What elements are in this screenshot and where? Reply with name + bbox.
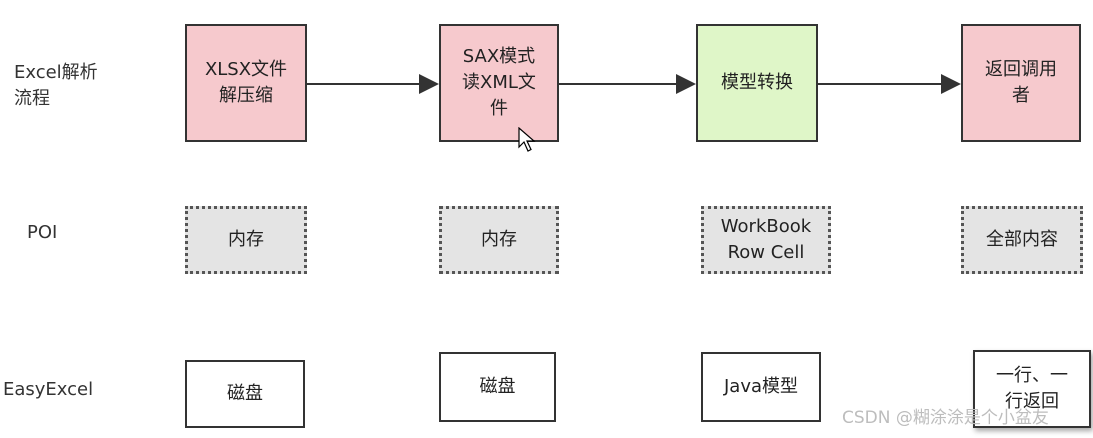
row-label-easyexcel: EasyExcel xyxy=(3,379,94,400)
poi-box-1: 内存 xyxy=(185,206,307,274)
easyexcel-box-2: 磁盘 xyxy=(439,352,556,422)
flow-step-model-convert: 模型转换 xyxy=(696,24,818,142)
easyexcel-box-3: Java模型 xyxy=(701,352,821,422)
row-label-excel-flow: Excel解析 流程 xyxy=(14,62,98,109)
flow-step-return-caller: 返回调用 者 xyxy=(961,24,1081,142)
easyexcel-box-4: 一行、一 行返回 xyxy=(973,350,1091,428)
poi-box-3: WorkBook Row Cell xyxy=(701,206,831,274)
poi-box-2: 内存 xyxy=(439,206,559,274)
flow-step-sax-read: SAX模式 读XML文 件 xyxy=(439,24,559,142)
easyexcel-box-1: 磁盘 xyxy=(185,360,305,428)
flow-step-unzip: XLSX文件 解压缩 xyxy=(185,24,307,142)
poi-box-4: 全部内容 xyxy=(961,206,1083,274)
watermark: CSDN @糊涂涂是个小盆友 xyxy=(842,408,1049,428)
row-label-poi: POI xyxy=(27,222,58,243)
mouse-pointer-icon xyxy=(518,127,536,152)
